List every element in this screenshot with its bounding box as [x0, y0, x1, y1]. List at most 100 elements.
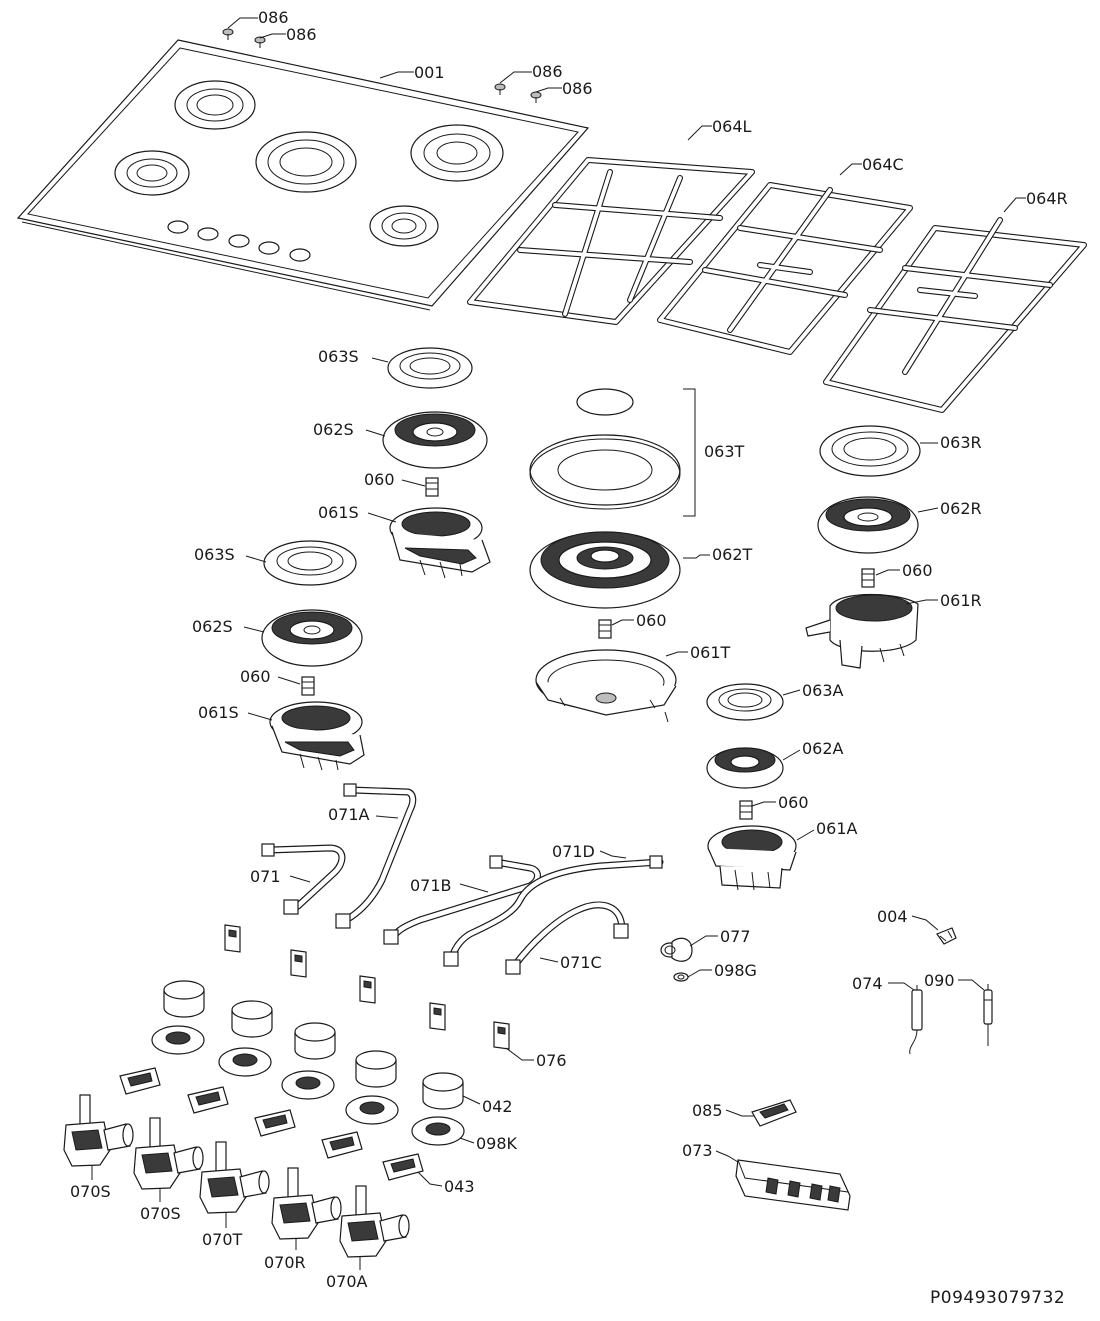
tap-070T [199, 1141, 270, 1214]
gas-taps-070 [63, 1094, 410, 1258]
label-086-c: 086 [532, 62, 563, 81]
cap-inner-063T [576, 388, 634, 416]
crown-062S-top [382, 411, 488, 469]
label-064R: 064R [1026, 189, 1068, 208]
panel-burner-rl [174, 80, 256, 130]
tap-070A [339, 1185, 410, 1258]
label-063A: 063A [802, 681, 844, 700]
cap-ring-063T [529, 434, 681, 510]
crown-062A [706, 747, 784, 789]
label-001: 001 [414, 63, 445, 82]
clip-004 [936, 927, 957, 945]
label-070S-b: 070S [140, 1204, 181, 1223]
spark-generator-073 [735, 1159, 851, 1211]
label-071: 071 [250, 867, 281, 886]
label-098G: 098G [714, 961, 757, 980]
microswitches-043 [119, 1067, 424, 1181]
label-074: 074 [852, 974, 883, 993]
label-061R: 061R [940, 591, 982, 610]
spark-electrode-074 [909, 985, 923, 1055]
burner-cup-061R [805, 593, 919, 669]
diagram-reference-code: P09493079732 [930, 1288, 1066, 1308]
label-063R: 063R [940, 433, 982, 452]
label-077: 077 [720, 927, 751, 946]
pipe-071D [443, 855, 664, 967]
pan-support-right [823, 217, 1087, 413]
label-086-a: 086 [258, 8, 289, 27]
cap-063A [706, 683, 784, 721]
label-070S-a: 070S [70, 1182, 111, 1201]
label-071C: 071C [560, 953, 602, 972]
burner-cup-061A [707, 825, 797, 891]
burner-cup-061S-bot [269, 701, 365, 771]
washer-098G [673, 972, 689, 982]
pipe-071B [383, 855, 541, 945]
label-062S-mid: 062S [192, 617, 233, 636]
label-004: 004 [877, 907, 908, 926]
label-062R: 062R [940, 499, 982, 518]
thermocouple-090 [983, 984, 993, 1046]
burner-cup-061S-top [389, 507, 491, 579]
screw-086-a [222, 28, 234, 40]
screw-086-b [254, 36, 266, 48]
label-060-e: 060 [778, 793, 809, 812]
pan-support-left [467, 157, 755, 325]
burner-cup-061T [535, 649, 677, 723]
label-063T: 063T [704, 442, 745, 461]
label-064L: 064L [712, 117, 752, 136]
injector-060-a [425, 477, 439, 497]
brackets-076 [224, 924, 510, 1050]
pipe-071A [335, 783, 417, 929]
screw-086-d [530, 91, 542, 103]
label-070R: 070R [264, 1253, 306, 1272]
cap-063S-mid [263, 540, 357, 586]
screw-086-c [494, 83, 506, 95]
label-073: 073 [682, 1141, 713, 1160]
label-086-d: 086 [562, 79, 593, 98]
part-labels: 086 086 086 086 001 064L 064C 064R 063S … [70, 8, 1068, 1291]
injector-060-e [739, 800, 753, 820]
label-098K: 098K [476, 1134, 518, 1153]
label-062S-top: 062S [313, 420, 354, 439]
label-071D: 071D [552, 842, 595, 861]
label-071B: 071B [410, 876, 452, 895]
label-071A: 071A [328, 805, 370, 824]
label-070A: 070A [326, 1272, 368, 1291]
tap-070S-a [63, 1094, 134, 1167]
label-086-b: 086 [286, 25, 317, 44]
label-061A: 061A [816, 819, 858, 838]
label-042: 042 [482, 1097, 513, 1116]
pipe-071C [505, 901, 629, 975]
crown-062T [529, 531, 681, 609]
label-063S-top: 063S [318, 347, 359, 366]
leader-lines [91, 17, 1026, 1270]
injector-060-d [861, 568, 875, 588]
injector-060-c [598, 619, 612, 639]
label-061S-bot: 061S [198, 703, 239, 722]
panel-burner-fr [369, 205, 439, 247]
bezels-098K [151, 1025, 465, 1146]
panel-knob-holes [167, 220, 311, 262]
elbow-077 [660, 937, 693, 962]
label-062T: 062T [712, 545, 753, 564]
label-076: 076 [536, 1051, 567, 1070]
knobs-042 [163, 980, 464, 1110]
pipe-071 [261, 843, 346, 915]
crown-062S-mid [261, 609, 363, 667]
label-070T: 070T [202, 1230, 243, 1249]
panel-burner-fl [114, 150, 190, 196]
label-060-a: 060 [364, 470, 395, 489]
panel-burner-rr [410, 124, 504, 182]
panel-burner-center [255, 131, 357, 193]
tap-070S-b [133, 1117, 204, 1190]
label-062A: 062A [802, 739, 844, 758]
label-085: 085 [692, 1101, 723, 1120]
label-061S-top: 061S [318, 503, 359, 522]
cooktop-panel [16, 39, 590, 311]
label-060-d: 060 [902, 561, 933, 580]
ignition-button-085 [751, 1099, 797, 1127]
injector-060-b [301, 676, 315, 696]
pan-support-center [657, 182, 913, 355]
cap-063S-top [387, 347, 473, 389]
